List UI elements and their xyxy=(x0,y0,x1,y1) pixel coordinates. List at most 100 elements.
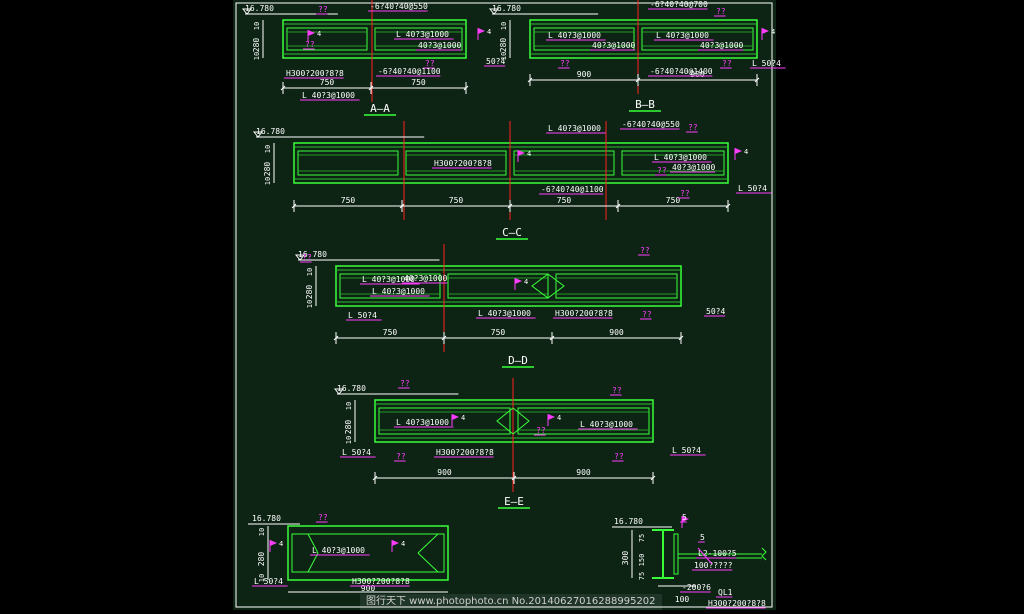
dimension-value: 750 xyxy=(320,78,335,87)
annotation-text: -6?40?40@550 xyxy=(370,2,428,11)
weld-symbol xyxy=(477,28,485,40)
annotation-text: L 40?3@1000 xyxy=(478,309,531,318)
annotation-text: ?? xyxy=(722,59,732,68)
weld-size: 4 xyxy=(487,28,491,36)
height-value: 10 xyxy=(500,22,508,30)
height-value: 10 xyxy=(306,300,314,308)
elevation-marker xyxy=(488,8,500,15)
weld-flag xyxy=(452,414,459,420)
annotation-text: ?? xyxy=(680,189,690,198)
annotation-text: 40?3@1000 xyxy=(700,41,744,50)
height-value: 280 xyxy=(257,552,266,567)
annotation-text: L 40?3@1000 xyxy=(548,31,601,40)
weld-flag xyxy=(478,28,485,34)
annotation-text: H300?200?8?8 xyxy=(434,159,492,168)
bracing-line xyxy=(417,552,439,573)
beam-outline xyxy=(287,525,449,581)
weld-flag xyxy=(392,540,399,546)
elevation-value: 16.780 xyxy=(337,384,366,393)
elevation-marker xyxy=(241,8,253,15)
panel-frame xyxy=(286,27,368,51)
annotation-text: ?? xyxy=(400,379,410,388)
annotation-text: 100????? xyxy=(694,561,733,570)
weld-symbol xyxy=(547,414,555,426)
weld-symbol xyxy=(269,540,277,552)
height-value: 10 xyxy=(306,268,314,276)
weld-flag xyxy=(270,540,277,546)
annotation-text: L 40?3@1000 xyxy=(302,91,355,100)
section-title: B—B xyxy=(635,98,655,111)
height-value: 10 xyxy=(253,22,261,30)
weld-symbol xyxy=(307,30,315,42)
annotation-text: H300?200?8?8 xyxy=(436,448,494,457)
annotation-text: ?? xyxy=(642,310,652,319)
annotation-text: 40?3@1000 xyxy=(592,41,636,50)
dimension-value: 900 xyxy=(576,468,591,477)
dimension-value: 900 xyxy=(361,584,376,593)
dimension-value: 750 xyxy=(557,196,572,205)
annotation-text: H300?200?8?8 xyxy=(555,309,613,318)
weld-flag xyxy=(308,30,315,36)
beam-outline xyxy=(282,19,467,59)
weld-symbol xyxy=(514,278,522,290)
annotation-text: ?? xyxy=(302,253,312,262)
annotation-text: L 40?3@1000 xyxy=(654,153,707,162)
panel-frame xyxy=(621,150,725,176)
section-title: C—C xyxy=(502,226,522,239)
annotation-text: L 40?3@1000 xyxy=(362,275,415,284)
weld-flag xyxy=(762,28,769,34)
height-value: 150 xyxy=(638,554,646,567)
weld-size: 4 xyxy=(279,540,283,548)
annotation-text: ?? xyxy=(612,386,622,395)
weld-size: 4 xyxy=(401,540,405,548)
annotation-text: ?? xyxy=(318,5,328,14)
dimension-value: 750 xyxy=(449,196,464,205)
annotation-text: L 50?4 xyxy=(348,311,377,320)
panel-frame xyxy=(378,407,511,435)
annotation-text: L 40?3@1000 xyxy=(580,420,633,429)
annotation-text: 40?3@1000 xyxy=(418,41,462,50)
height-value: 280 xyxy=(499,38,508,53)
height-value: 10 xyxy=(258,574,266,582)
annotation-text: ?? xyxy=(716,7,726,16)
section-title: A—A xyxy=(370,102,390,115)
annotation-text: H300?200?8?8 xyxy=(708,599,766,608)
annotation-text: H300?200?8?8 xyxy=(286,69,344,78)
elevation-value: 16.780 xyxy=(256,127,285,136)
height-value: 10 xyxy=(264,145,272,153)
elevation-marker xyxy=(333,388,345,395)
height-value: 10 xyxy=(345,402,353,410)
weld-symbol xyxy=(734,148,742,160)
bracing-line xyxy=(417,533,439,554)
height-value: 280 xyxy=(263,162,272,177)
elevation-value: 16.780 xyxy=(614,517,643,526)
weld-flag xyxy=(735,148,742,154)
annotation-text: L 40?3@1000 xyxy=(548,124,601,133)
watermark-text: 图行天下 www.photophoto.cn No.20140627016288… xyxy=(360,594,662,610)
beam-outline xyxy=(374,399,654,443)
panel-frame xyxy=(517,407,650,435)
annotation-text: L 40?3@1000 xyxy=(312,546,365,555)
annotation-text: L 50?4 xyxy=(672,446,701,455)
leader-line xyxy=(697,547,713,565)
elevation-value: 16.780 xyxy=(245,4,274,13)
annotation-text: L 50?4 xyxy=(738,184,767,193)
height-value: 10 xyxy=(500,52,508,60)
weld-symbol xyxy=(517,150,525,162)
panel-frame xyxy=(447,273,549,299)
annotation-text: ?? xyxy=(688,123,698,132)
weld-symbol xyxy=(761,28,769,40)
annotation-text: L 40?3@1000 xyxy=(656,31,709,40)
dimension-value: 750 xyxy=(341,196,356,205)
beam-outline xyxy=(335,265,682,307)
elevation-marker xyxy=(294,254,306,261)
weld-size: 4 xyxy=(461,414,465,422)
bracing-line xyxy=(307,533,319,554)
panel-frame xyxy=(641,27,754,51)
elevation-value: 16.780 xyxy=(252,514,281,523)
weld-size: 4 xyxy=(771,28,775,36)
panel-frame xyxy=(513,150,615,176)
